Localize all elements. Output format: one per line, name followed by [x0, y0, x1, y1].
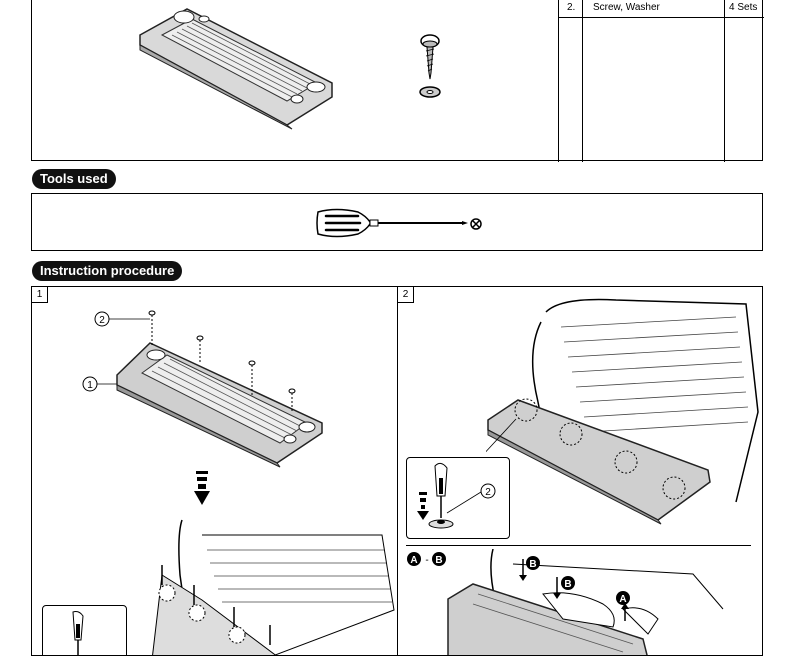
- parts-table-divider: [582, 0, 583, 162]
- step-2-inset-drawing: 2: [417, 462, 496, 529]
- parts-row-number: 2.: [567, 2, 576, 13]
- parts-table-divider: [724, 0, 725, 162]
- step-2-divider: [406, 545, 751, 546]
- marker-a-sublabel: A: [410, 555, 417, 566]
- step-number: 1: [32, 287, 48, 303]
- marker-b: B: [529, 559, 536, 570]
- marker-b: B: [564, 579, 571, 590]
- step-1-inset-detail: [42, 605, 127, 655]
- sublabel-dash: -: [425, 555, 428, 566]
- phillips-screwdriver-icon: [316, 208, 482, 238]
- step-number: 2: [398, 287, 414, 303]
- step-2-panel: 2: [397, 286, 763, 656]
- step-2-sublabel: A - B: [407, 552, 446, 566]
- step-1-truck-bed-illustration: [152, 519, 397, 655]
- step-1-mat-diagram: 2 1: [82, 310, 323, 468]
- tailgate-mat-illustration: [139, 8, 333, 130]
- step-2-install-illustration: B B A: [447, 549, 724, 655]
- down-arrow-icon: [194, 471, 210, 505]
- step-1-panel: 1 2 1: [31, 286, 398, 656]
- marker-b-sublabel: B: [435, 555, 442, 566]
- instruction-procedure-heading: Instruction procedure: [32, 261, 183, 281]
- marker-a: A: [619, 594, 626, 605]
- callout-2: 2: [485, 487, 491, 498]
- step-2-inset-detail: 2: [406, 457, 510, 539]
- parts-row-quantity: 4 Sets: [729, 2, 758, 13]
- step-2-truck-bed-illustration: [486, 298, 759, 525]
- screw-washer-illustration: [419, 34, 441, 98]
- callout-1: 1: [87, 380, 93, 391]
- callout-2: 2: [99, 315, 105, 326]
- parts-table-row-divider: [558, 17, 764, 18]
- parts-box: 2. Screw, Washer 4 Sets: [31, 0, 764, 162]
- hand-screwdriver-icon: [72, 611, 84, 655]
- parts-row-name: Screw, Washer: [593, 2, 660, 13]
- tools-used-heading: Tools used: [32, 169, 116, 189]
- tools-box: [31, 193, 763, 251]
- parts-table-divider: [558, 0, 559, 162]
